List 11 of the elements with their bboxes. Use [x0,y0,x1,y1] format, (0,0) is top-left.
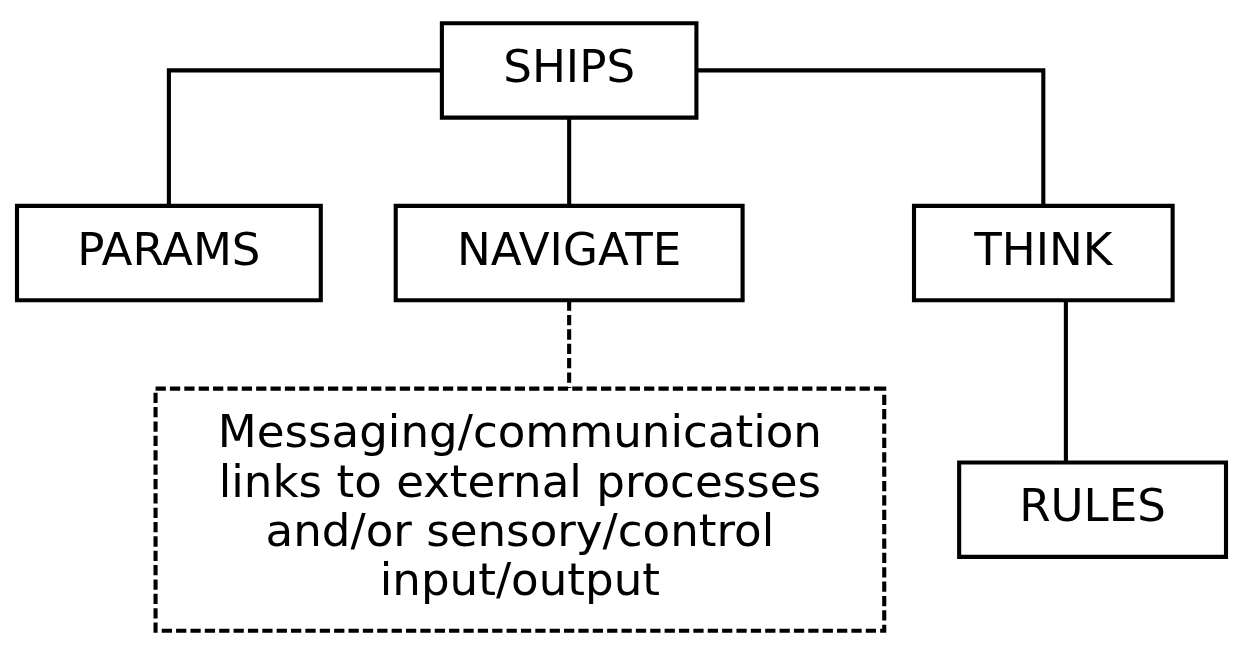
connector [1063,300,1068,462]
connector [567,300,572,388]
connector [567,117,572,205]
node-box: RULES [957,459,1229,559]
node-box: NAVIGATE [393,203,745,302]
node-box: SHIPS [439,20,699,120]
connector [696,67,1046,205]
node-box: Messaging/communication links to external processes and/or sensory/control input/output [153,386,887,633]
connector [166,67,442,205]
node-box: PARAMS [14,203,323,302]
node-box: THINK [911,203,1175,302]
